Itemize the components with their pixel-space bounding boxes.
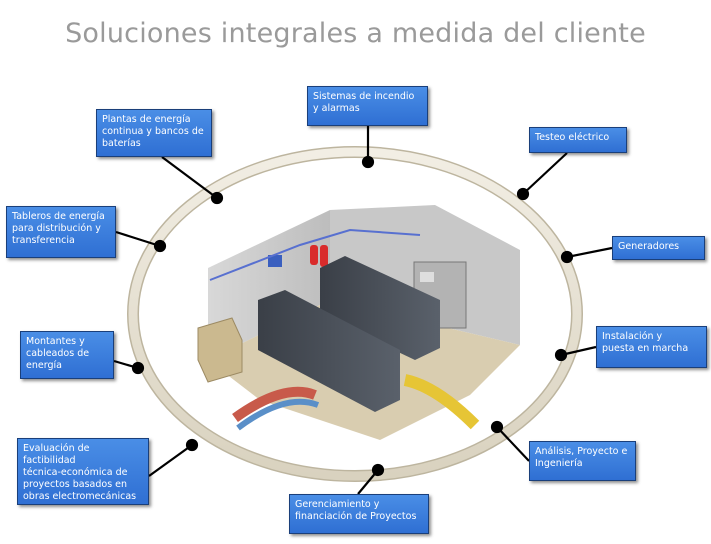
back-wall-left (208, 210, 330, 360)
datacenter-illustration (197, 205, 520, 440)
node-box-incendio: Sistemas de incendio y alarmas (307, 86, 428, 126)
rack-row-front (258, 290, 400, 412)
fire-alarm-box (268, 255, 282, 267)
connector-lines (113, 126, 613, 495)
connector-testeo (522, 152, 568, 195)
connector-analisis (496, 426, 530, 462)
node-box-testeo: Testeo eléctrico (529, 127, 627, 153)
rack-row-back (320, 256, 440, 360)
ring-dot-incendio (361, 155, 375, 169)
cable-tray (209, 228, 421, 281)
power-cable-blue (236, 398, 320, 431)
diagram-title: Soluciones integrales a medida del clien… (65, 18, 646, 49)
connector-evaluacion (148, 444, 193, 477)
fire-extinguisher-2 (320, 245, 328, 267)
node-box-montantes: Montantes y cableados de energía (20, 331, 114, 379)
power-cable-red (232, 386, 317, 423)
connector-tableros (115, 230, 161, 248)
node-box-generadores: Generadores (612, 236, 705, 260)
ring-dot-instalacion (554, 348, 568, 362)
ac-unit (197, 317, 243, 383)
ring-dot-evaluacion (185, 438, 199, 452)
connector-generadores (566, 246, 613, 259)
ring-dot-tableros (153, 239, 167, 253)
node-box-tableros: Tableros de energía para distribución y … (6, 206, 116, 258)
ring-dot-analisis (490, 420, 504, 434)
ring-dot-gerenciamiento (371, 463, 385, 477)
node-box-gerenciamiento: Gerenciamiento y financiación de Proyect… (289, 494, 429, 534)
node-box-plantas: Plantas de energía continua y bancos de … (96, 109, 212, 157)
ring-dot-testeo (516, 187, 530, 201)
fire-extinguisher-1 (310, 245, 318, 265)
ring-dot-montantes (131, 361, 145, 375)
power-cable-yellow (403, 374, 480, 430)
ring-dot-plantas (210, 191, 224, 205)
ring (127, 146, 583, 482)
connector-plantas (161, 156, 218, 199)
node-box-instalacion: Instalación y puesta en marcha (596, 326, 707, 368)
node-box-evaluacion: Evaluación de factibilidad técnica-econó… (17, 438, 149, 505)
node-box-analisis: Análisis, Proyecto e Ingeniería (529, 441, 636, 481)
ring-dot-generadores (560, 250, 574, 264)
electrical-panel-screen (420, 272, 434, 282)
